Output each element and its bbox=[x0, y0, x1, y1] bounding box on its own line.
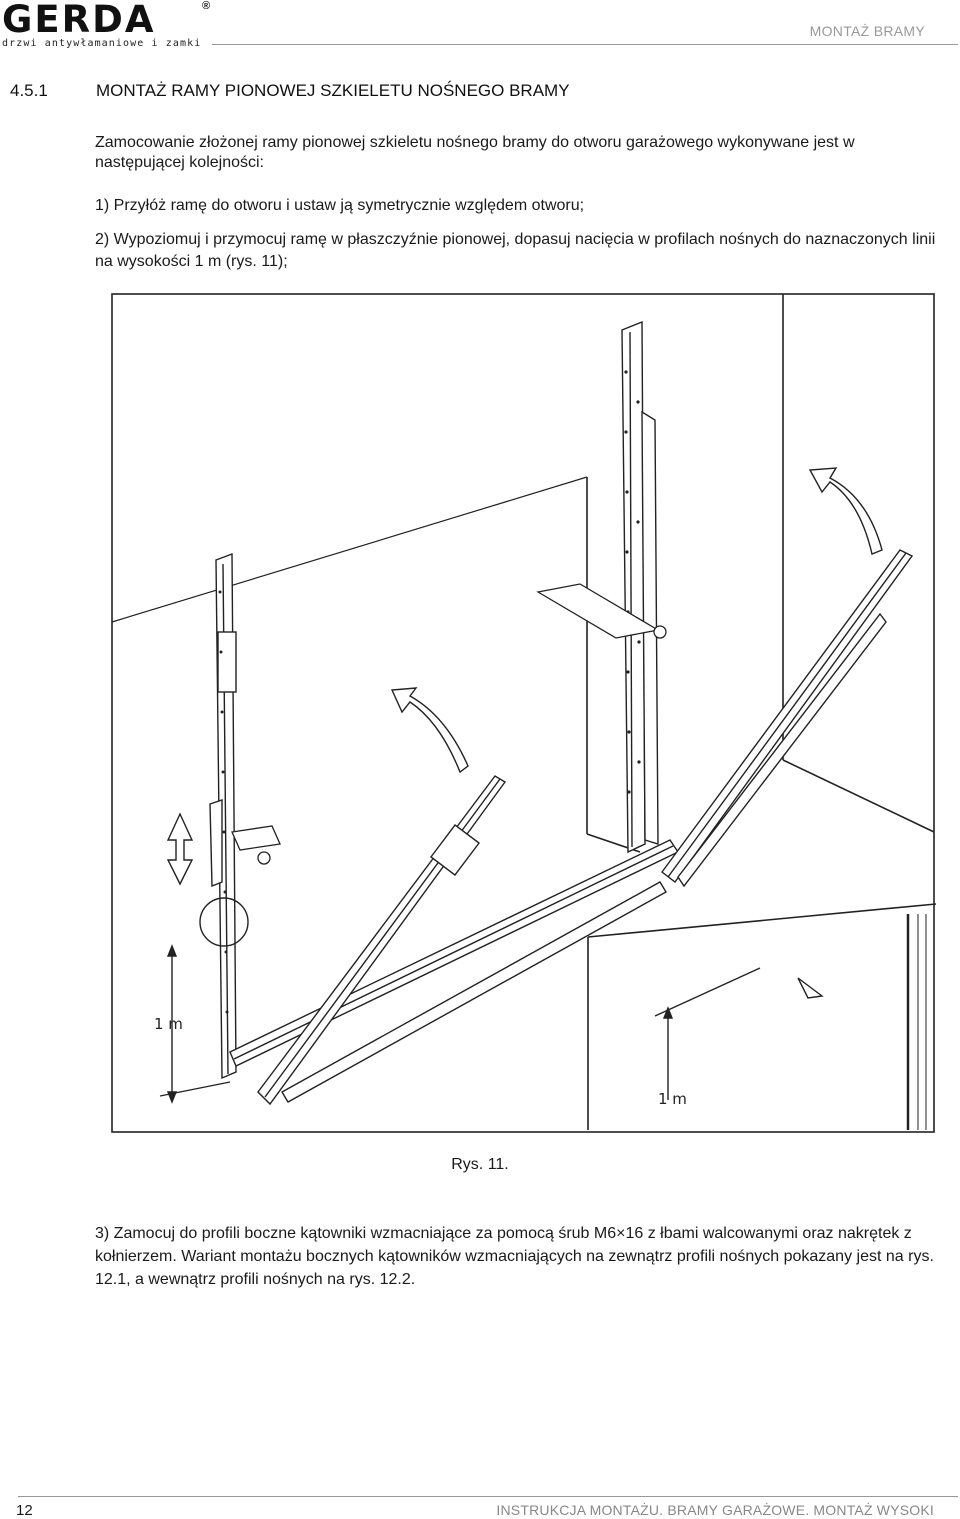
section-heading: 4.5.1 MONTAŻ RAMY PIONOWEJ SZKIELETU NOŚN… bbox=[10, 81, 570, 101]
running-header: MONTAŻ BRAMY bbox=[809, 23, 925, 39]
diagonal-profile bbox=[257, 775, 507, 1106]
step-2: 2) Wypoziomuj i przymocuj ramę w płaszcz… bbox=[95, 231, 936, 270]
logo-wordmark: GERDA bbox=[2, 0, 156, 41]
section-title: MONTAŻ RAMY PIONOWEJ SZKIELETU NOŚNEGO B… bbox=[96, 81, 570, 100]
detail-circle bbox=[199, 897, 249, 947]
rotation-arrow-left bbox=[390, 687, 469, 774]
registered-mark: ® bbox=[202, 0, 211, 12]
right-profile-holes bbox=[624, 370, 641, 794]
dimension-label-right: 1 m bbox=[658, 1090, 687, 1108]
header-divider bbox=[212, 44, 958, 45]
footer-divider bbox=[18, 1496, 958, 1497]
dimension-label-left: 1 m bbox=[154, 1015, 183, 1033]
step-3: 3) Zamocuj do profili boczne kątowniki w… bbox=[95, 1225, 934, 1288]
section-number: 4.5.1 bbox=[10, 81, 48, 100]
right-vertical-profile bbox=[621, 320, 659, 854]
intro-paragraph: Zamocowanie złożonej ramy pionowej szkie… bbox=[95, 134, 855, 171]
figure-caption: Rys. 11. bbox=[451, 1156, 509, 1173]
installation-figure: 1 m 1 m bbox=[111, 293, 936, 1133]
running-footer: INSTRUKCJA MONTAŻU. BRAMY GARAŻOWE. MONT… bbox=[496, 1502, 934, 1518]
left-vertical-profile bbox=[209, 552, 237, 1080]
bracket-arm-upper bbox=[536, 583, 667, 639]
figure-border bbox=[111, 293, 935, 1133]
logo-tagline: drzwi antywłamaniowe i zamki bbox=[2, 38, 202, 49]
step-1: 1) Przyłóż ramę do otworu i ustaw ją sym… bbox=[95, 197, 585, 214]
vertical-adjust-arrow bbox=[166, 812, 194, 886]
dimension-left bbox=[159, 944, 231, 1104]
brand-logo: GERDA ® drzwi antywłamaniowe i zamki bbox=[2, 0, 217, 52]
left-profile-holes bbox=[218, 590, 229, 1014]
right-diagonal-profile bbox=[661, 549, 914, 888]
page-number: 12 bbox=[16, 1502, 33, 1519]
dimension-right bbox=[654, 967, 824, 1100]
rotation-arrow-right bbox=[808, 467, 883, 555]
bracket-arm-lower bbox=[231, 825, 281, 865]
